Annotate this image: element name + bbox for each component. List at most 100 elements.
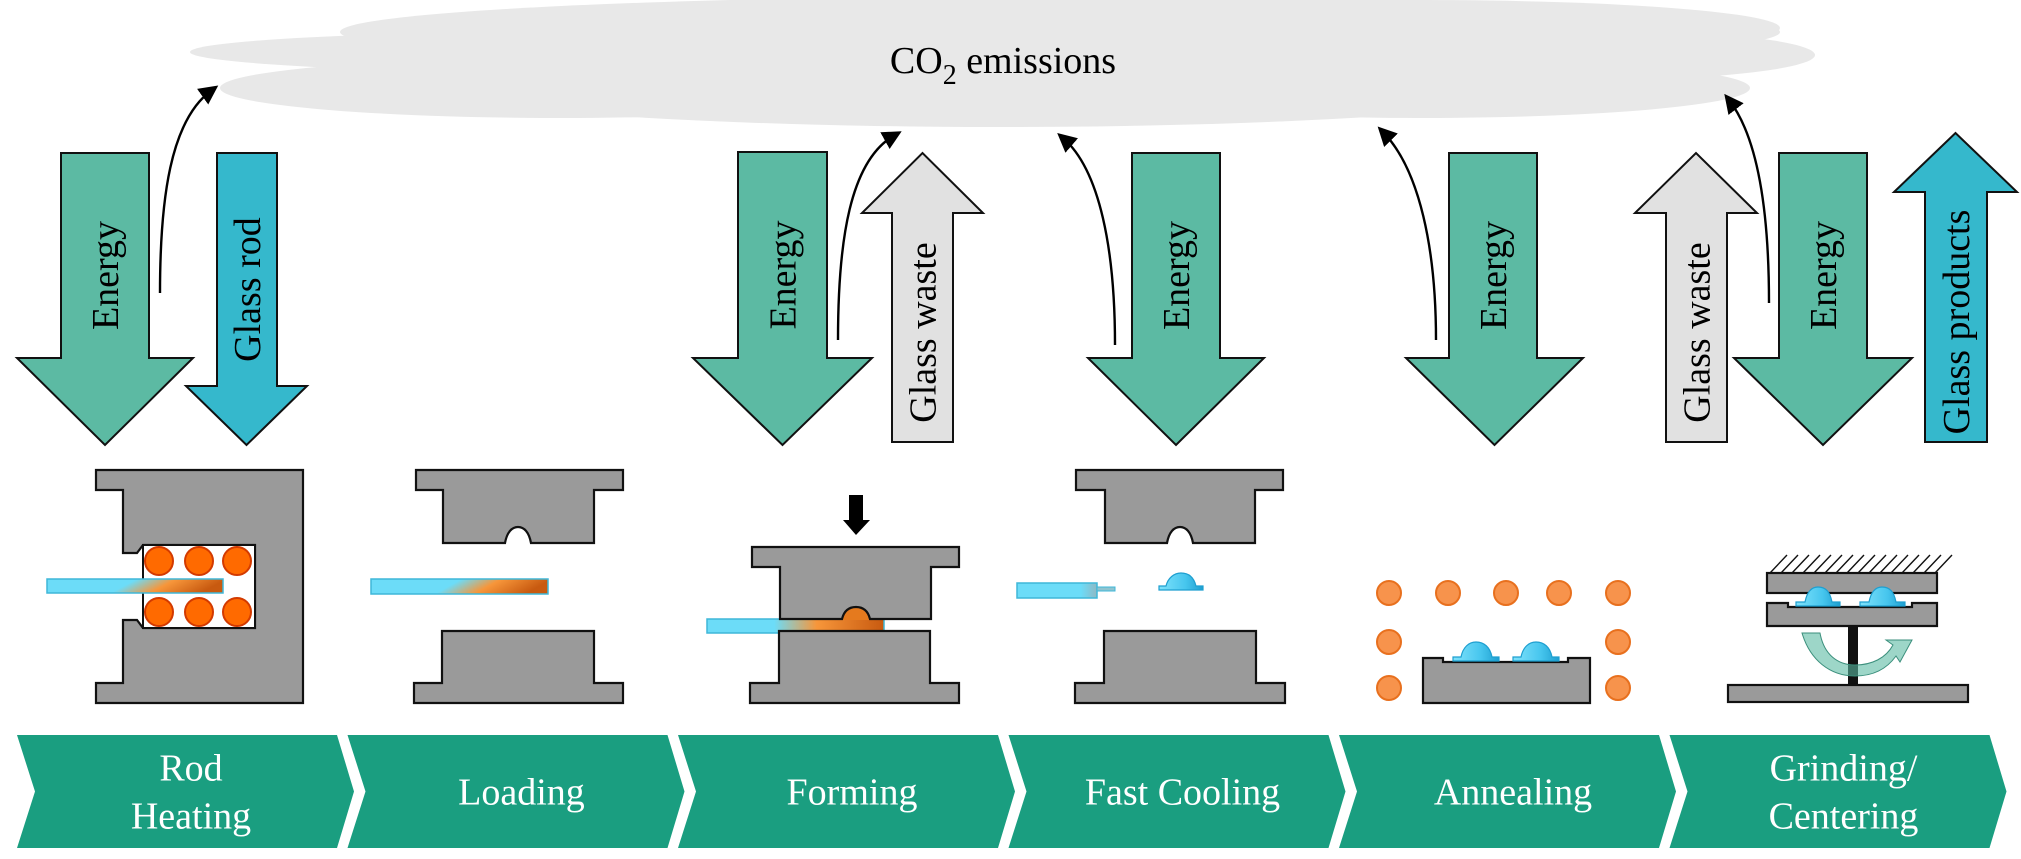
fixed-hatch — [1769, 554, 1953, 574]
stage-chevron — [678, 735, 1015, 848]
upper-mold — [1074, 468, 1285, 545]
hatch-line — [1890, 554, 1909, 574]
hatch-line — [1802, 554, 1821, 574]
heating-element — [1605, 675, 1631, 701]
flow-label: Energy — [763, 220, 805, 329]
flow-label: Energy — [1473, 221, 1515, 330]
annealed-lens — [1512, 641, 1560, 662]
arrow-down-icon — [1731, 152, 1915, 447]
flow-label: Glass products — [1936, 210, 1978, 435]
annealed-lens — [1452, 641, 1500, 662]
grinding-centering-glass-product-arrow: Glass products — [1891, 131, 2020, 443]
stage-loading[interactable]: Loading — [347, 735, 685, 848]
formed-lens-blank — [842, 607, 870, 620]
rod-stub — [1096, 586, 1116, 592]
heating-element — [144, 597, 174, 627]
rod-heating-illustration — [46, 468, 305, 705]
forming-energy-arrow: Energy — [690, 151, 875, 447]
upper-grinding-plate — [1765, 571, 1939, 595]
hatch-line — [1846, 554, 1865, 574]
co2-arrow-annealing — [1377, 126, 1438, 341]
flow-arrows: Energy Glass rod Energy Glass waste Energy En… — [14, 131, 2020, 447]
arrow-up-icon — [859, 151, 986, 443]
forming-illustration — [706, 495, 961, 705]
hatch-line — [1868, 554, 1887, 574]
arrow-down-icon — [1403, 152, 1586, 447]
heating-element — [184, 597, 214, 627]
heating-element — [1435, 580, 1461, 606]
annealing-tray — [1421, 656, 1592, 705]
arrow-down-icon — [14, 152, 196, 447]
hatch-line — [1923, 554, 1942, 574]
co2-arrow-rod-heating — [158, 85, 219, 294]
base-plate — [1726, 683, 1970, 704]
heating-element — [222, 546, 252, 576]
heating-element — [144, 546, 174, 576]
flow-label: Glass rod — [227, 217, 269, 362]
flow-label: Glass waste — [903, 242, 945, 422]
hatch-line — [1857, 554, 1876, 574]
arrow-up-icon — [1891, 131, 2020, 443]
stage-chevron — [1669, 735, 2007, 848]
annealing-energy-arrow: Energy — [1403, 152, 1586, 447]
ground-lens — [1795, 586, 1841, 607]
rod-heating-glass-input-arrow: Glass rod — [183, 152, 310, 447]
rod-heating-energy-arrow: Energy — [14, 152, 196, 447]
stage-chevron — [347, 735, 685, 848]
stage-label: Annealing — [1434, 772, 1592, 814]
loading-illustration — [370, 468, 625, 705]
arrow-down-icon — [1085, 152, 1267, 447]
heating-element — [1493, 580, 1519, 606]
fast-cooling-energy-arrow: Energy — [1085, 152, 1267, 447]
cooled-lens — [1158, 572, 1204, 591]
arrow-up-icon — [1632, 151, 1760, 443]
co2-arrow-forming — [836, 131, 902, 341]
heating-element — [1546, 580, 1572, 606]
co2-cloud — [190, 0, 1815, 127]
stage-label: Centering — [1769, 796, 1919, 838]
annealing-illustration — [1376, 580, 1631, 705]
flow-label: Energy — [1156, 221, 1198, 330]
heating-element — [222, 597, 252, 627]
glass-rod-heated — [46, 578, 224, 594]
stage-chevron — [1008, 735, 1346, 848]
hatch-line — [1780, 554, 1799, 574]
upper-mold — [414, 468, 625, 545]
stage-label: Forming — [787, 772, 918, 814]
heating-element — [1376, 629, 1402, 655]
heating-elements — [144, 546, 252, 627]
hatch-line — [1791, 554, 1810, 574]
stage-label: Rod — [159, 748, 222, 790]
lower-mold — [748, 629, 961, 705]
hatch-line — [1824, 554, 1843, 574]
co2-arrow-grinding — [1724, 93, 1771, 304]
flow-label: Energy — [85, 221, 127, 330]
flow-label: Energy — [1803, 221, 1845, 330]
forming-glass-waste-arrow: Glass waste — [859, 151, 986, 443]
hatch-line — [1901, 554, 1920, 574]
ground-lens — [1859, 586, 1906, 607]
heating-element — [1376, 675, 1402, 701]
press-arrow-icon — [843, 495, 870, 535]
stage-grinding-centering[interactable]: Grinding/Centering — [1669, 735, 2007, 848]
co2-emissions-label: CO2 emissions — [890, 40, 1116, 91]
arrow-down-icon — [690, 151, 875, 447]
stage-label: Grinding/ — [1770, 748, 1918, 790]
stage-annealing[interactable]: Annealing — [1339, 735, 1676, 848]
heating-element — [1605, 629, 1631, 655]
hatch-line — [1769, 554, 1788, 574]
stage-chevron — [17, 735, 354, 848]
stage-forming[interactable]: Forming — [678, 735, 1015, 848]
lower-mold — [1073, 629, 1287, 705]
co2-emission-arrows — [158, 85, 1771, 346]
glass-rod-heated — [370, 578, 549, 595]
stage-chevron — [1339, 735, 1676, 848]
stage-fast-cooling[interactable]: Fast Cooling — [1008, 735, 1346, 848]
grinding-centering-energy-arrow: Energy — [1731, 152, 1915, 447]
hatch-line — [1813, 554, 1832, 574]
lower-grinding-plate — [1765, 601, 1939, 628]
spindle-shaft — [1848, 626, 1858, 685]
